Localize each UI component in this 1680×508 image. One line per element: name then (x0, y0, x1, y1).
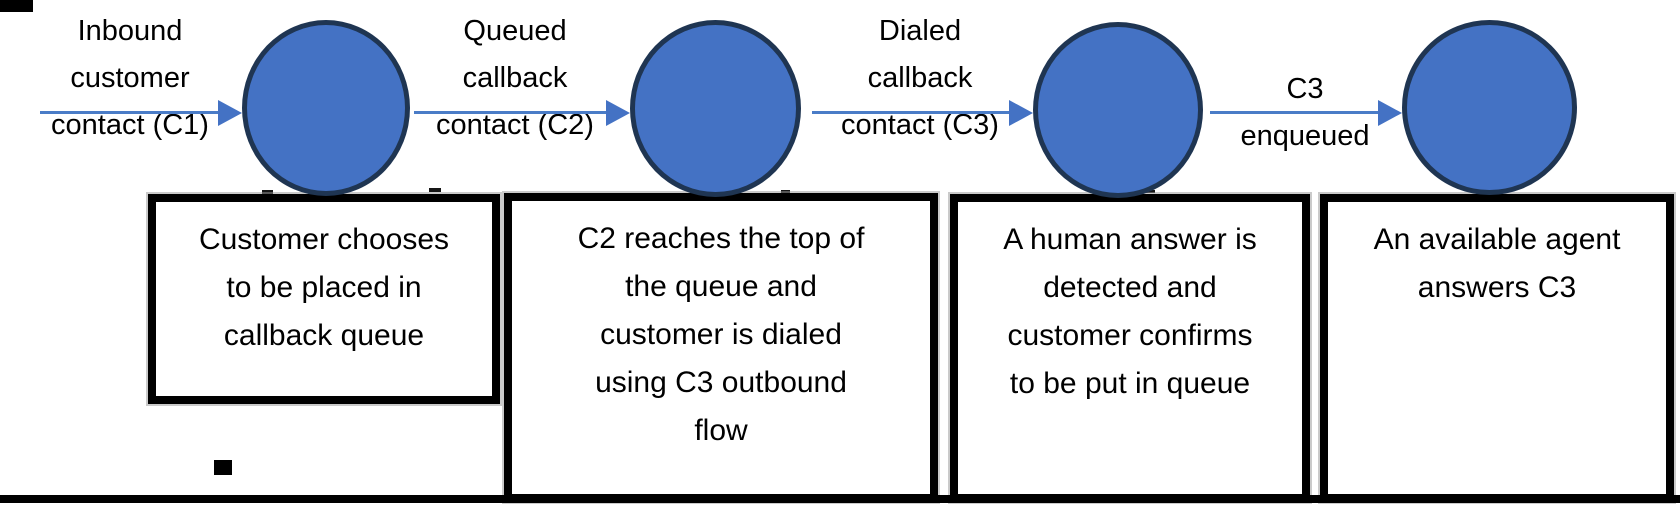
arrowhead-icon-1 (218, 100, 242, 126)
arrowhead-icon-3 (1009, 100, 1033, 126)
bottom-border-line (0, 495, 1680, 503)
note-text-2: C2 reaches the top of the queue and cust… (577, 222, 865, 447)
note-box-1: Customer chooses to be placed in callbac… (148, 194, 500, 404)
note-box-3: A human answer is detected and customer … (950, 194, 1310, 502)
note-box-2: C2 reaches the top of the queue and cust… (504, 193, 938, 502)
state-circle-2 (630, 20, 801, 197)
note-box-4: An available agent answers C3 (1320, 194, 1674, 502)
arrowhead-icon-4 (1378, 100, 1402, 126)
stray-dash-mark-4 (1146, 190, 1155, 193)
transition-label-queued-callback: Queued callback contact (C2) (436, 15, 594, 141)
stray-square-mark (214, 460, 232, 475)
arrow-line-2 (414, 111, 608, 114)
stray-dash-mark-3 (781, 190, 790, 193)
note-text-4: An available agent answers C3 (1373, 223, 1621, 304)
arrow-line-1 (40, 111, 220, 114)
corner-mark (0, 0, 33, 12)
state-circle-4 (1402, 20, 1577, 195)
transition-label-c3-enqueued: C3 enqueued (1240, 73, 1370, 152)
arrow-line-4 (1210, 111, 1380, 114)
arrowhead-icon-2 (606, 100, 630, 126)
note-text-1: Customer chooses to be placed in callbac… (198, 223, 450, 352)
transition-label-dialed-callback: Dialed callback contact (C3) (841, 15, 999, 141)
state-circle-1 (242, 20, 410, 196)
transition-label-inbound-contact: Inbound customer contact (C1) (51, 15, 209, 141)
stray-dash-mark-1 (262, 190, 273, 194)
arrow-line-3 (812, 111, 1011, 114)
stray-dash-mark-2 (429, 188, 441, 192)
note-text-3: A human answer is detected and customer … (1003, 223, 1257, 400)
state-circle-3 (1033, 22, 1203, 198)
